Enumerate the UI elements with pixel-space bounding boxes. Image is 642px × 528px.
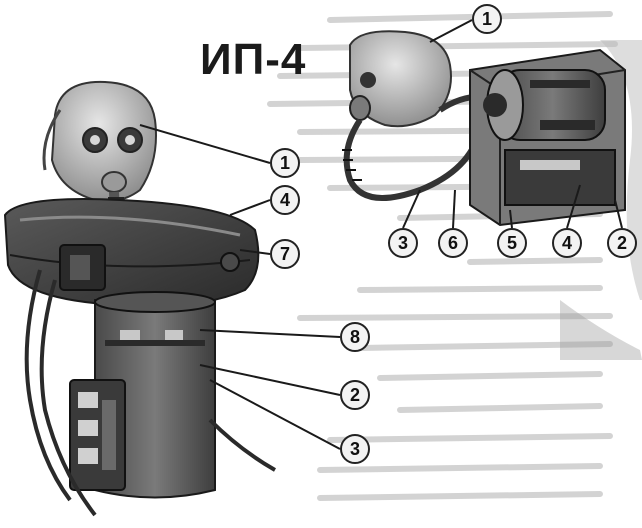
callout-right-4: 4 — [552, 228, 582, 258]
callout-right-1: 1 — [472, 4, 502, 34]
callout-left-3: 3 — [340, 434, 370, 464]
callout-left-1: 1 — [270, 148, 300, 178]
callout-right-6: 6 — [438, 228, 468, 258]
callout-right-2: 2 — [607, 228, 637, 258]
callout-left-2: 2 — [340, 380, 370, 410]
right-hose-ribs — [342, 149, 362, 181]
right-leader-lines — [402, 19, 623, 229]
callout-right-5: 5 — [497, 228, 527, 258]
figure-title: ИП-4 — [200, 35, 307, 84]
callout-right-3: 3 — [388, 228, 418, 258]
left-strap — [24, 269, 276, 517]
left-leader-lines — [139, 124, 341, 450]
right-cylinder — [483, 69, 606, 141]
callout-left-8: 8 — [340, 322, 370, 352]
callout-left-7: 7 — [270, 239, 300, 269]
left-top-housing — [3, 198, 260, 307]
right-mask — [349, 30, 452, 128]
left-side-clamp — [69, 379, 126, 491]
callout-left-4: 4 — [270, 185, 300, 215]
left-mask — [42, 80, 157, 203]
